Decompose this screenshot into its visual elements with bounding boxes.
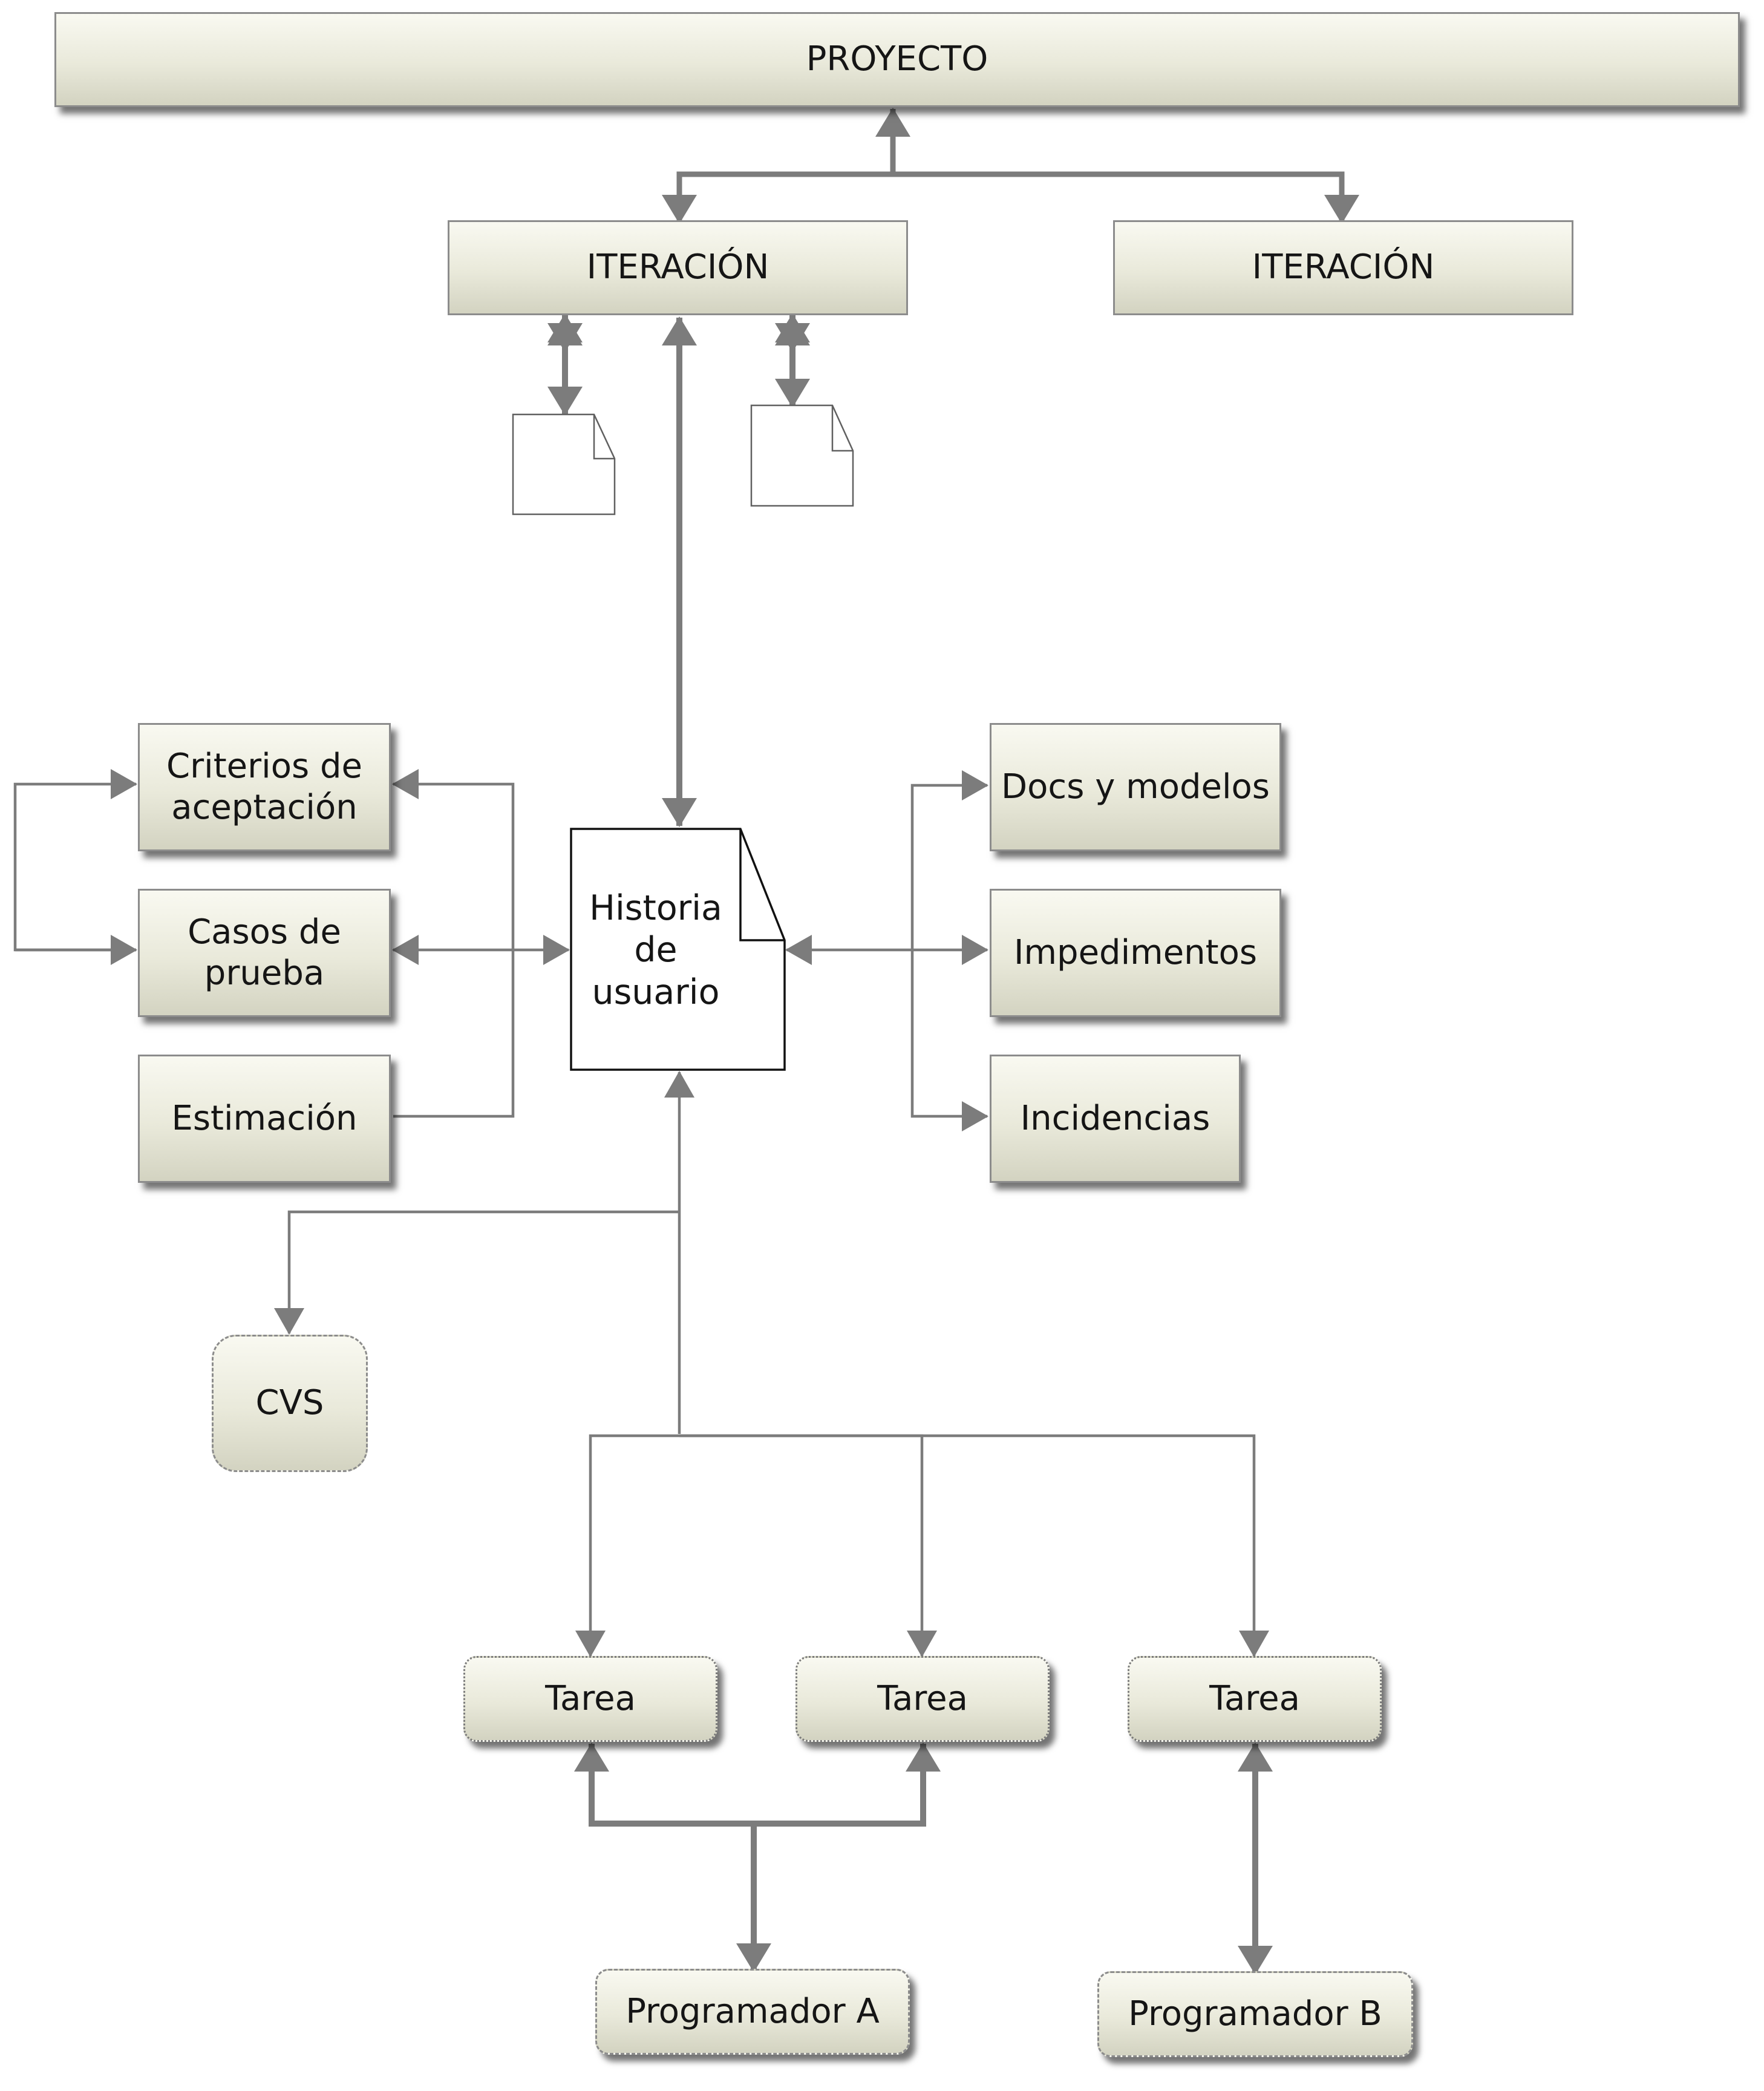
edge-tarea-2: [679, 1434, 937, 1657]
edge-historia-cvs: [274, 1210, 679, 1335]
tarea-box-3: Tarea: [1128, 1656, 1382, 1742]
iteracion-box-2: ITERACIÓN: [1113, 220, 1573, 315]
iteracion-box-1: ITERACIÓN: [448, 220, 908, 315]
criterios-line-1: Criterios de: [166, 746, 362, 786]
edge-proyecto-iteracion-2: [893, 171, 1359, 224]
edge-historia-docs: [910, 770, 988, 950]
historia-line-2: de: [634, 930, 678, 970]
edge-tarea-3: [679, 1434, 1269, 1657]
historia-line-3: usuario: [592, 972, 720, 1012]
tarea-box-1: Tarea: [463, 1656, 717, 1742]
casos-box: Casos de prueba: [138, 889, 391, 1017]
document-icon-1: [512, 413, 616, 515]
edge-proyecto-iteracion-1: [662, 171, 893, 224]
programador-b-box: Programador B: [1097, 1971, 1413, 2057]
historia-document-shape: [570, 828, 786, 1071]
edge-historia-incidencias: [910, 950, 988, 1131]
casos-line-2: prueba: [204, 954, 325, 993]
edge-programador-a-tarea-2: [754, 1742, 941, 1827]
document-icon-2: [750, 404, 854, 507]
docs-box: Docs y modelos: [990, 723, 1281, 851]
edge-programador-a-tarea-1: [574, 1742, 754, 1827]
casos-line-1: Casos de: [188, 912, 341, 952]
programador-a-box: Programador A: [595, 1969, 910, 2055]
estimacion-box: Estimación: [138, 1055, 391, 1183]
tarea-box-2: Tarea: [795, 1656, 1050, 1742]
criterios-line-2: aceptación: [171, 788, 358, 827]
criterios-box: Criterios de aceptación: [138, 723, 391, 851]
cvs-box: CVS: [212, 1335, 368, 1472]
historia-line-1: Historia: [589, 888, 722, 928]
incidencias-box: Incidencias: [990, 1055, 1241, 1183]
edge-tarea-1: [575, 1434, 679, 1657]
historia-de-usuario: Historia de usuario: [571, 871, 740, 1030]
edge-loop-criterios-casos: [13, 769, 137, 952]
proyecto-box: PROYECTO: [54, 12, 1740, 107]
impedimentos-box: Impedimentos: [990, 889, 1281, 1017]
